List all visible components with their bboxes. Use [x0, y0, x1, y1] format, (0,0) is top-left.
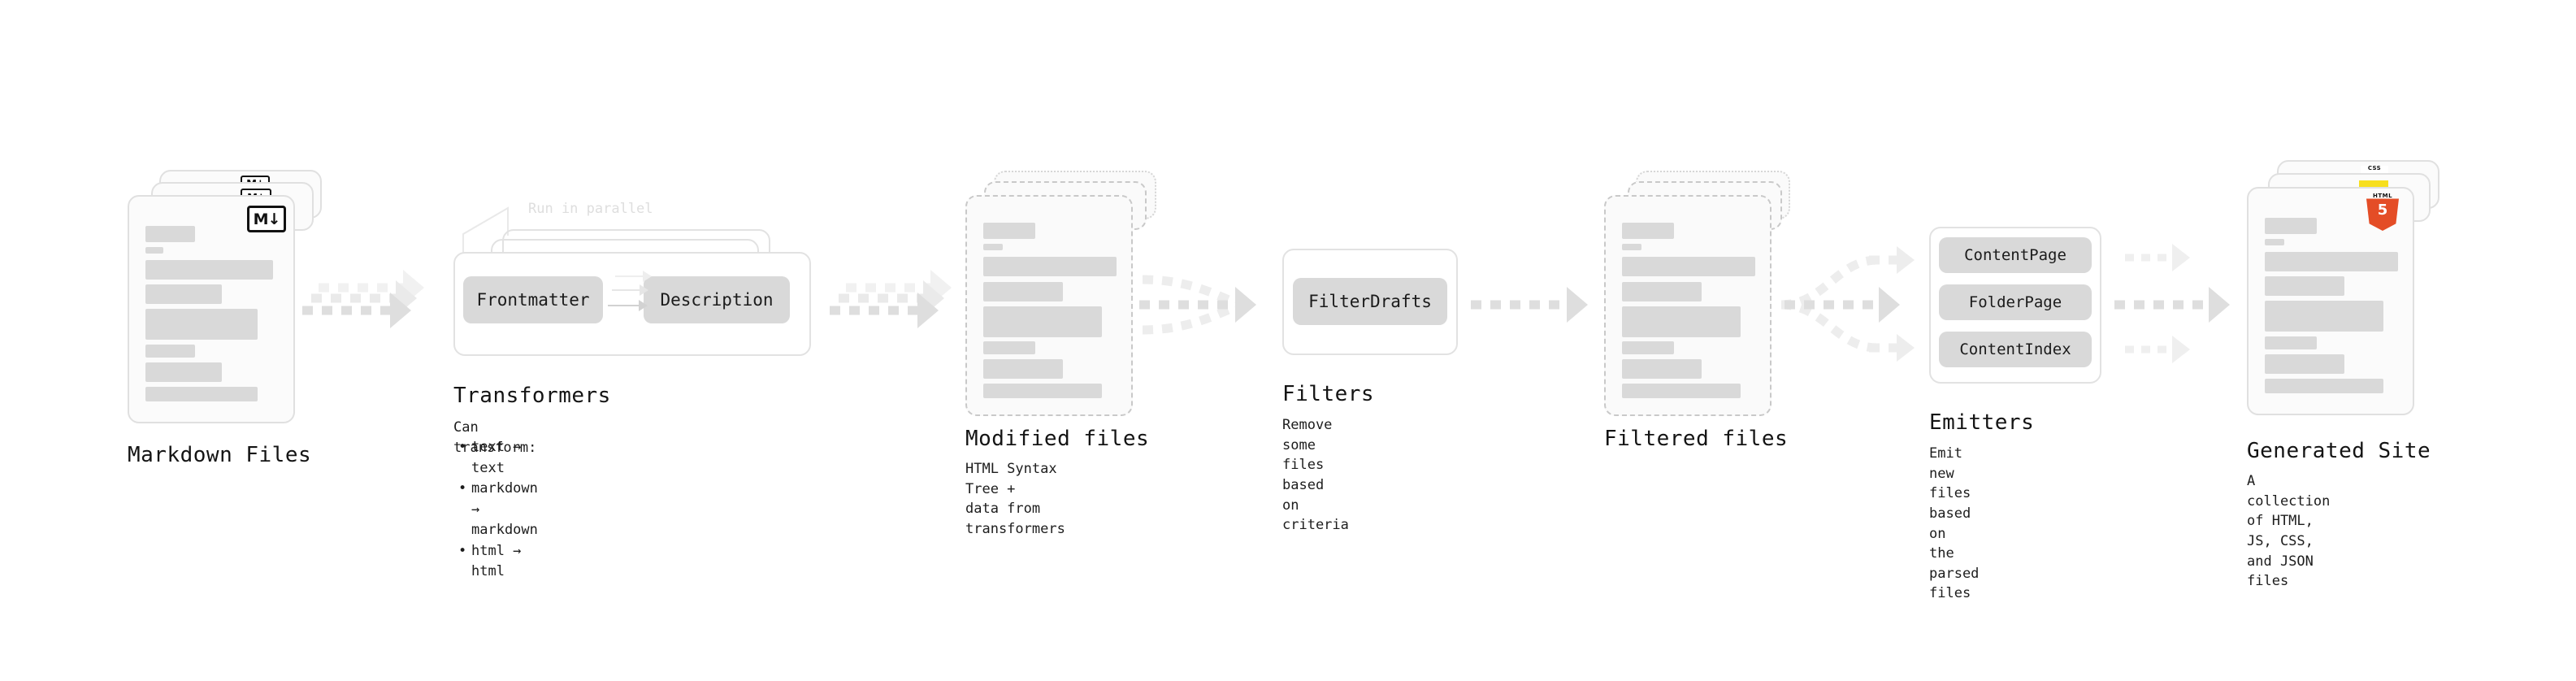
arrow-markdown-to-transformers-1 — [302, 292, 416, 329]
doc-bar — [1622, 384, 1741, 398]
html5-badge-glyph: 5 — [2377, 201, 2388, 219]
markdown-files-title: Markdown Files — [128, 443, 312, 467]
doc-bar — [1622, 359, 1702, 379]
modified-files-caption: HTML Syntax Tree + data from transformer… — [965, 461, 1065, 537]
chip-folderpage[interactable]: FolderPage — [1939, 284, 2092, 320]
filters-caption: Remove some files based on criteria — [1282, 417, 1349, 534]
arrow-modified-to-filters-curves — [1142, 275, 1241, 335]
generated-site-caption: A collection of HTML, JS, CSS, and JSON … — [2247, 473, 2331, 590]
transformer-inner-arrow-2 — [612, 284, 649, 297]
css-badge-label: CSS — [2367, 165, 2382, 171]
doc-bar — [983, 384, 1102, 398]
run-in-parallel-note: Run in parallel — [528, 201, 653, 217]
doc-bar — [145, 309, 258, 340]
arrow-transformers-to-modified-1 — [830, 292, 943, 329]
chip-filterdrafts[interactable]: FilterDrafts — [1293, 278, 1447, 325]
doc-bar — [145, 284, 222, 304]
arrow-emitters-to-site-top — [2125, 241, 2214, 274]
chip-description[interactable]: Description — [644, 276, 790, 323]
doc-bar — [2265, 336, 2317, 349]
emitters-title: Emitters — [1929, 410, 2035, 435]
filtered-files-title: Filtered files — [1604, 427, 1789, 451]
generated-site-title: Generated Site — [2247, 439, 2431, 463]
arrow-emitters-to-site-bottom — [2125, 333, 2214, 366]
transformers-caption-item: text → text — [458, 437, 538, 479]
filters-title: Filters — [1282, 382, 1375, 406]
arrow-filtered-to-emitters-bottom — [1869, 332, 1934, 364]
doc-bar — [2265, 239, 2284, 245]
chip-contentindex[interactable]: ContentIndex — [1939, 332, 2092, 367]
chip-frontmatter[interactable]: Frontmatter — [463, 276, 603, 323]
transformer-inner-arrow-1 — [608, 299, 648, 312]
arrow-filters-to-filtered — [1471, 286, 1593, 323]
arrow-modified-to-filters — [1139, 286, 1261, 323]
doc-bar — [2265, 354, 2344, 374]
doc-bar — [983, 244, 1003, 250]
doc-bar — [145, 345, 195, 358]
doc-bar — [983, 359, 1063, 379]
transformer-inner-arrow-3 — [615, 270, 653, 283]
emitters-caption: Emit new files based on the parsed files — [1929, 445, 1980, 602]
doc-bar — [2265, 276, 2344, 296]
html5-badge-cap: HTML — [2372, 193, 2393, 199]
doc-bar — [1622, 223, 1674, 239]
arrow-filtered-to-emitters-top — [1869, 244, 1934, 276]
doc-bar — [145, 387, 258, 401]
doc-bar — [983, 341, 1035, 354]
doc-bar — [145, 226, 195, 242]
doc-bar — [145, 362, 222, 382]
chip-contentpage[interactable]: ContentPage — [1939, 237, 2092, 273]
transformers-caption-list: text → text markdown → markdown html → h… — [453, 437, 538, 583]
html5-badge: HTML 5 — [2366, 193, 2399, 231]
filtered-file-front — [1604, 195, 1772, 416]
transformers-caption-item: markdown → markdown — [458, 479, 538, 541]
transformers-title: Transformers — [453, 384, 611, 408]
doc-bar — [1622, 306, 1741, 337]
doc-bar — [1622, 257, 1755, 276]
transformers-caption-item: html → html — [458, 541, 538, 583]
doc-bar — [2265, 218, 2317, 234]
modified-file-front — [965, 195, 1133, 416]
doc-bar — [2265, 379, 2383, 393]
markdown-badge-front: M↓ — [247, 206, 286, 232]
markdown-file-front — [128, 195, 295, 423]
doc-bar — [2265, 252, 2398, 271]
doc-bar — [983, 282, 1063, 301]
doc-bar — [983, 257, 1117, 276]
doc-bar — [145, 260, 273, 280]
arrow-filtered-to-emitters-mid — [1785, 286, 1906, 323]
doc-bar — [1622, 244, 1641, 250]
doc-bar — [983, 223, 1035, 239]
modified-files-title: Modified files — [965, 427, 1150, 451]
doc-bar — [1622, 282, 1702, 301]
doc-bar — [2265, 301, 2383, 332]
doc-bar — [145, 247, 163, 254]
doc-bar — [983, 306, 1102, 337]
doc-bar — [1622, 341, 1674, 354]
arrow-emitters-to-site-mid — [2114, 286, 2236, 323]
run-in-parallel-leader — [462, 206, 509, 258]
